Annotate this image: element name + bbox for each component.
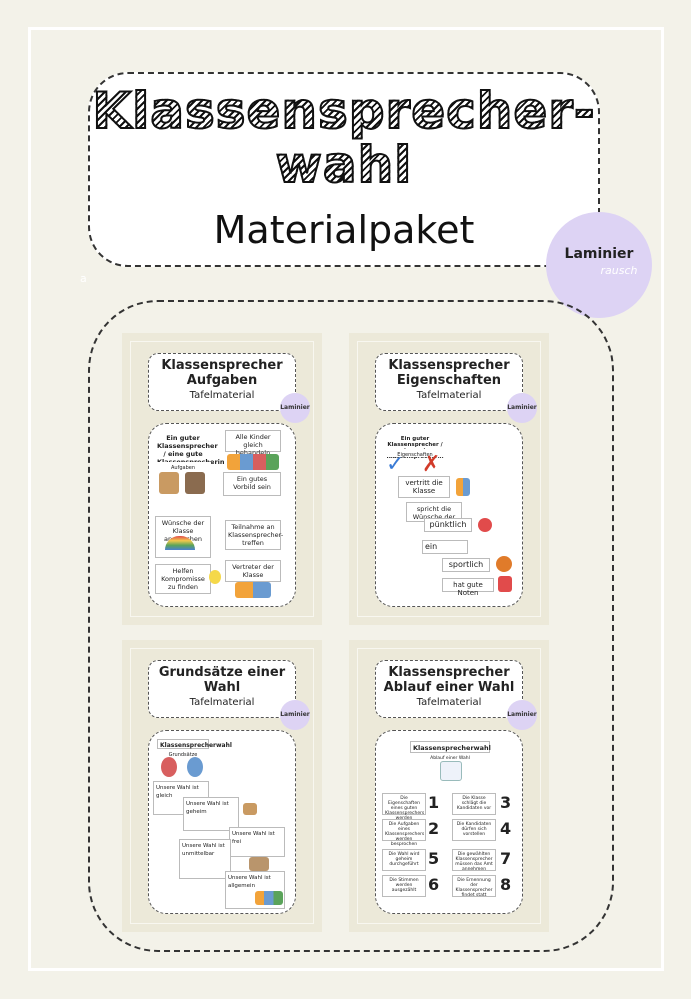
card-item-f: Vertreter der Klasse bbox=[225, 560, 281, 582]
card-subtitle: Tafelmaterial bbox=[189, 390, 255, 401]
card-badge: Laminier bbox=[280, 700, 310, 730]
laminier-badge: Laminier rausch bbox=[546, 212, 652, 318]
card-badge: Laminier bbox=[507, 700, 537, 730]
card-item-sub: Eigenschaften bbox=[380, 449, 450, 458]
preview-card-ablauf: Klassensprecher Ablauf einer Wahl Tafelm… bbox=[349, 640, 549, 932]
card-item-c: Unsere Wahl ist frei bbox=[229, 827, 285, 857]
cross-icon: ✗ bbox=[422, 452, 441, 477]
card-badge: Laminier bbox=[280, 393, 310, 423]
step-2-number: 2 bbox=[428, 819, 440, 838]
card-title-line2: Aufgaben bbox=[186, 373, 258, 388]
card-item-header: Ein guter Klassensprecher / eine gute Kl… bbox=[380, 434, 450, 460]
step-7-text: Die gewählten Klassensprecher müssen das… bbox=[452, 849, 496, 872]
clipboard-icon bbox=[159, 472, 179, 494]
card-item-e: Helfen Kompromisse zu finden bbox=[155, 564, 211, 594]
card-header: Grundsätze einer Wahl Tafelmaterial bbox=[148, 660, 296, 718]
card-inner-frame bbox=[357, 648, 541, 924]
card-item-sub: Aufgaben bbox=[155, 462, 211, 472]
card-body: Klassensprecherwahl Ablauf einer Wahl Di… bbox=[375, 730, 523, 914]
signpost-icon bbox=[249, 857, 269, 871]
step-6-text: Die Stimmen werden ausgezählt bbox=[382, 875, 426, 897]
ballot-box-icon bbox=[243, 803, 257, 815]
step-8-number: 8 bbox=[500, 875, 512, 894]
page-frame bbox=[28, 27, 664, 971]
card-title-line1: Klassensprecher bbox=[388, 358, 510, 373]
step-7-number: 7 bbox=[500, 849, 512, 868]
cover-title-line2: wahl bbox=[90, 137, 598, 193]
card-body: Ein guter Klassensprecher / eine gute Kl… bbox=[375, 423, 523, 607]
class-representatives-icon bbox=[235, 582, 271, 598]
rainbow-icon bbox=[165, 536, 195, 550]
card-item-d: Teilnahme an Klassensprecher-treffen bbox=[225, 520, 283, 550]
preview-card-eigenschaften: Klassensprecher Eigenschaften Tafelmater… bbox=[349, 333, 549, 625]
step-6-number: 6 bbox=[428, 875, 440, 894]
step-3-number: 3 bbox=[500, 793, 512, 812]
card-badge: Laminier bbox=[507, 393, 537, 423]
card-subtitle: Tafelmaterial bbox=[416, 390, 482, 401]
card-item-d: ein bbox=[422, 540, 468, 554]
step-4-number: 4 bbox=[500, 819, 512, 838]
card-item-f: hat gute Noten bbox=[442, 578, 494, 597]
card-title-line1: Klassensprecher bbox=[388, 665, 510, 680]
alarm-clock-icon bbox=[478, 518, 492, 532]
step-8-text: Die Ernennung der Klassensprecher findet… bbox=[452, 875, 496, 898]
voting-sheet-icon bbox=[440, 761, 462, 781]
lightbulb-icon bbox=[209, 570, 221, 584]
badge-sub-text: rausch bbox=[600, 264, 638, 277]
card-item-c: pünktlich bbox=[424, 518, 472, 532]
card-header: Klassensprecher Eigenschaften Tafelmater… bbox=[375, 353, 523, 411]
step-1-text: Die Eigenschaften eines guten Klassenspr… bbox=[382, 793, 426, 826]
card-title-line2: Eigenschaften bbox=[396, 373, 502, 388]
card-inner-frame bbox=[130, 648, 314, 924]
card-item-header: Ein guter Klassensprecher / eine gute Kl… bbox=[155, 432, 225, 466]
card-title-line2: Wahl bbox=[203, 680, 241, 695]
card-item-a: Alle Kinder gleich behandeln bbox=[225, 430, 281, 457]
card-subtitle: Tafelmaterial bbox=[189, 697, 255, 708]
card-title-line1: Grundsätze einer bbox=[158, 665, 286, 680]
card-header: Klassensprecher Ablauf einer Wahl Tafelm… bbox=[375, 660, 523, 718]
card-inner-frame bbox=[357, 341, 541, 617]
step-2-text: Die Aufgaben eines Klassensprechers werd… bbox=[382, 819, 426, 847]
card-item-sub: Ablauf einer Wahl bbox=[410, 753, 490, 761]
step-5-number: 5 bbox=[428, 849, 440, 868]
basketball-icon bbox=[496, 556, 512, 572]
children-group-icon bbox=[227, 454, 279, 470]
preview-card-aufgaben: Klassensprecher Aufgaben Tafelmaterial L… bbox=[122, 333, 322, 625]
card-title-line2: Ablauf einer Wahl bbox=[383, 680, 515, 695]
title-box: Klassensprecher- wahl Materialpaket bbox=[88, 72, 600, 267]
card-header: Klassensprecher Aufgaben Tafelmaterial bbox=[148, 353, 296, 411]
card-title-line1: Klassensprecher bbox=[161, 358, 283, 373]
card-item-a: vertritt die Klasse bbox=[398, 476, 450, 498]
card-item-b: Unsere Wahl ist geheim bbox=[183, 797, 239, 831]
children-icon bbox=[456, 478, 470, 496]
card-item-b: Ein gutes Vorbild sein bbox=[223, 472, 281, 496]
card-body: Klassensprecherwahl Grundsätze Unsere Wa… bbox=[148, 730, 296, 914]
step-5-text: Die Wahl wird geheim durchgeführt bbox=[382, 849, 426, 871]
card-inner-frame bbox=[130, 341, 314, 617]
cover-title-line1: Klassensprecher- bbox=[90, 83, 598, 139]
card-item-d: Unsere Wahl ist unmittelbar bbox=[179, 839, 231, 879]
checkmark-icon: ✓ bbox=[386, 452, 405, 477]
corner-mark: a bbox=[80, 272, 87, 285]
card-item-e: sportlich bbox=[442, 558, 490, 572]
pencil-cup-icon bbox=[185, 472, 205, 494]
preview-card-grundsaetze: Grundsätze einer Wahl Tafelmaterial Lami… bbox=[122, 640, 322, 932]
card-item-sub: Grundsätze bbox=[157, 749, 209, 758]
step-4-text: Die Kandidaten dürfen sich vorstellen bbox=[452, 819, 496, 841]
girl-icon bbox=[161, 757, 177, 777]
boy-icon bbox=[187, 757, 203, 777]
card-body: Ein guter Klassensprecher / eine gute Kl… bbox=[148, 423, 296, 607]
a-plus-icon bbox=[498, 576, 512, 592]
badge-main-text: Laminier bbox=[564, 246, 634, 262]
card-item-header: Klassensprecherwahl bbox=[157, 739, 232, 749]
card-item-header: Klassensprecherwahl bbox=[410, 741, 491, 753]
card-subtitle: Tafelmaterial bbox=[416, 697, 482, 708]
step-1-number: 1 bbox=[428, 793, 440, 812]
preview-container bbox=[88, 300, 614, 952]
cover-subtitle: Materialpaket bbox=[213, 208, 475, 252]
group-icon bbox=[255, 891, 283, 905]
step-3-text: Die Klasse schlägt die Kandidaten vor bbox=[452, 793, 496, 815]
